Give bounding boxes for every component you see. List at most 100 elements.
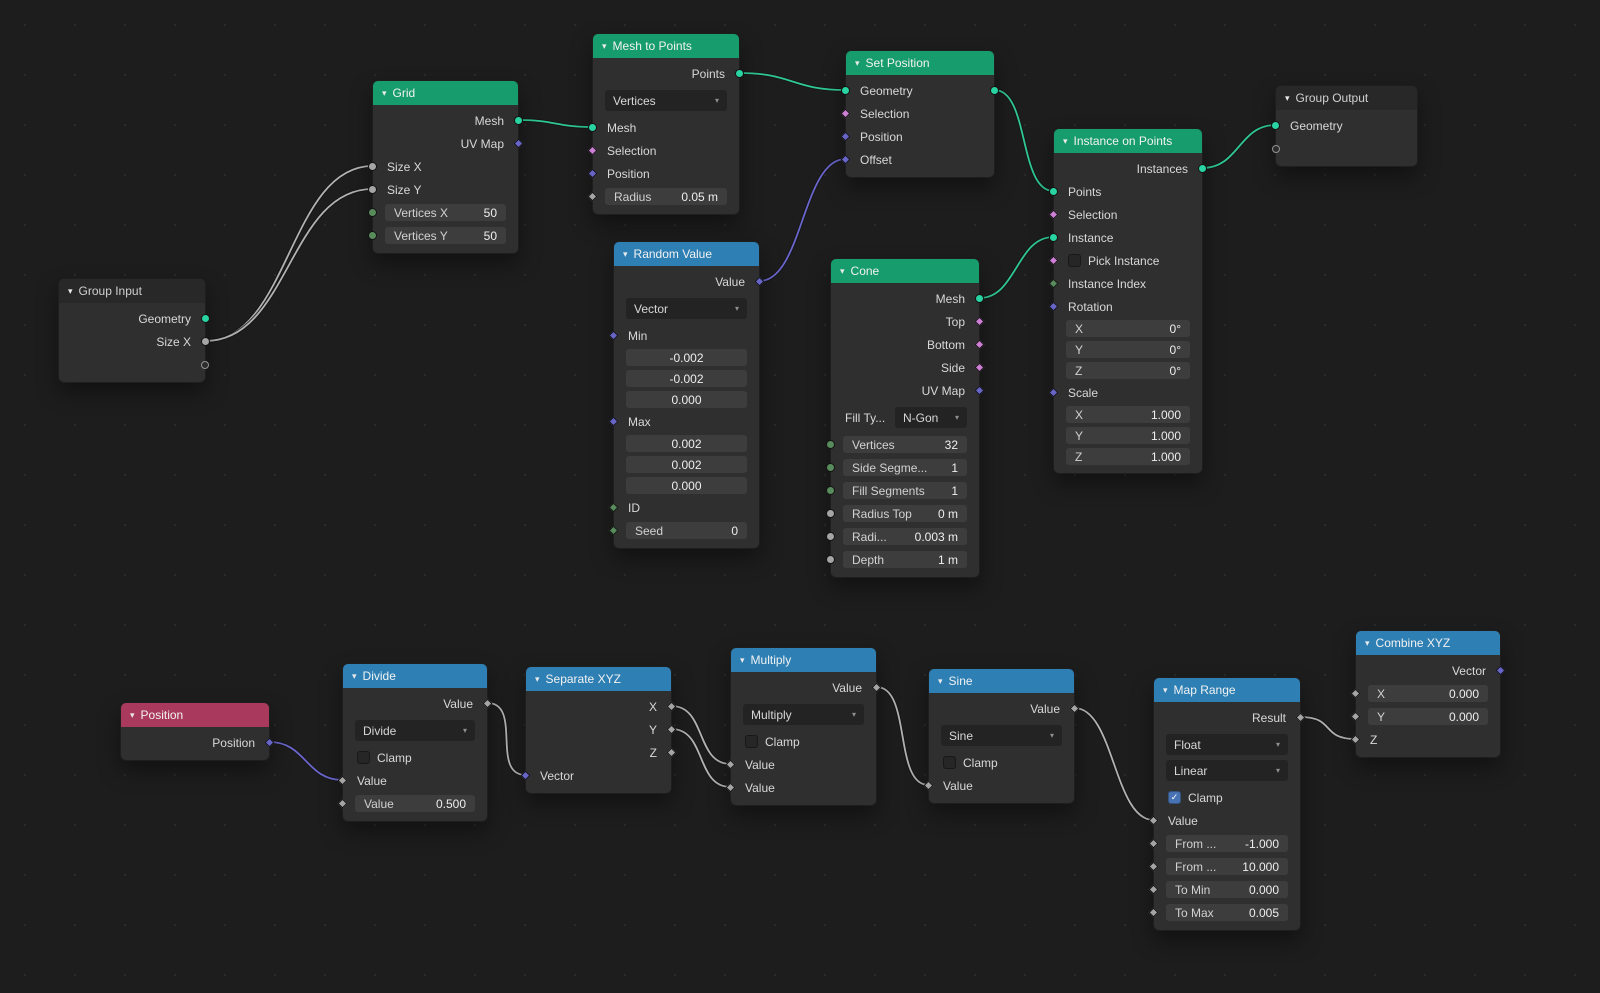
field-from[interactable]: From ...10.000: [1166, 858, 1288, 875]
dropdown-divide[interactable]: Divide▾: [355, 720, 475, 741]
socket-mesh[interactable]: [588, 122, 597, 132]
field-0-002[interactable]: -0.002: [626, 370, 747, 387]
checkbox-clamp[interactable]: ✓: [1168, 791, 1181, 804]
checkbox-pick-instance[interactable]: [1068, 254, 1081, 267]
field-radi[interactable]: Radi...0.003 m: [843, 528, 967, 545]
checkbox-clamp[interactable]: [357, 751, 370, 764]
collapse-chevron-icon[interactable]: ▾: [1063, 135, 1068, 146]
collapse-chevron-icon[interactable]: ▾: [623, 248, 628, 259]
collapse-chevron-icon[interactable]: ▾: [840, 265, 845, 276]
socket-radius-top[interactable]: [826, 508, 835, 518]
node-header[interactable]: ▾Group Input: [59, 279, 205, 303]
socket-points[interactable]: [735, 68, 744, 78]
dropdown-vertices[interactable]: Vertices▾: [605, 90, 727, 111]
collapse-chevron-icon[interactable]: ▾: [68, 285, 73, 296]
socket-instance[interactable]: [1049, 232, 1058, 242]
node-header[interactable]: ▾Combine XYZ: [1356, 631, 1500, 655]
socket-mesh[interactable]: [514, 115, 523, 125]
dropdown-linear[interactable]: Linear▾: [1166, 760, 1288, 781]
node-header[interactable]: ▾Cone: [831, 259, 979, 283]
collapse-chevron-icon[interactable]: ▾: [130, 709, 135, 720]
collapse-chevron-icon[interactable]: ▾: [352, 670, 357, 681]
field-0-000[interactable]: 0.000: [626, 477, 747, 494]
collapse-chevron-icon[interactable]: ▾: [740, 654, 745, 665]
socket-side-segments[interactable]: [826, 462, 835, 472]
node-header[interactable]: ▾Separate XYZ: [526, 667, 671, 691]
socket-fill-segments[interactable]: [826, 485, 835, 495]
field-from[interactable]: From ...-1.000: [1166, 835, 1288, 852]
field-0-000[interactable]: 0.000: [626, 391, 747, 408]
dropdown-sine[interactable]: Sine▾: [941, 725, 1062, 746]
socket-geometry-in[interactable]: [841, 85, 850, 95]
collapse-chevron-icon[interactable]: ▾: [1163, 684, 1168, 695]
socket-depth[interactable]: [826, 554, 835, 564]
collapse-chevron-icon[interactable]: ▾: [602, 40, 607, 51]
socket-virtual[interactable]: [201, 360, 209, 369]
field-0-002[interactable]: 0.002: [626, 456, 747, 473]
checkbox-clamp[interactable]: [745, 735, 758, 748]
field-side-segme[interactable]: Side Segme...1: [843, 459, 967, 476]
dropdown-multiply[interactable]: Multiply▾: [743, 704, 864, 725]
socket-geometry-out[interactable]: [990, 85, 999, 95]
socket-points[interactable]: [1049, 186, 1058, 196]
checkbox-clamp[interactable]: [943, 756, 956, 769]
node-header[interactable]: ▾Instance on Points: [1054, 129, 1202, 153]
socket-vertices[interactable]: [826, 439, 835, 449]
dropdown-float[interactable]: Float▾: [1166, 734, 1288, 755]
node-header[interactable]: ▾Multiply: [731, 648, 876, 672]
socket-instances[interactable]: [1198, 163, 1207, 173]
socket-geometry[interactable]: [201, 313, 210, 323]
collapse-chevron-icon[interactable]: ▾: [938, 675, 943, 686]
node-header[interactable]: ▾Group Output: [1276, 86, 1417, 110]
socket-verticesx[interactable]: [368, 207, 377, 217]
socket-geometry[interactable]: [1271, 120, 1280, 130]
socket-virtual[interactable]: [1272, 144, 1280, 153]
field-0-002[interactable]: 0.002: [626, 435, 747, 452]
node-header[interactable]: ▾Set Position: [846, 51, 994, 75]
node-header[interactable]: ▾Sine: [929, 669, 1074, 693]
node-header[interactable]: ▾Position: [121, 703, 269, 727]
socket-sizex[interactable]: [201, 336, 210, 346]
socket-mesh[interactable]: [975, 293, 984, 303]
collapse-chevron-icon[interactable]: ▾: [382, 87, 387, 98]
collapse-chevron-icon[interactable]: ▾: [535, 673, 540, 684]
socket-verticesy[interactable]: [368, 230, 377, 240]
socket-sizex[interactable]: [368, 161, 377, 171]
node-header[interactable]: ▾Random Value: [614, 242, 759, 266]
socket-sizey[interactable]: [368, 184, 377, 194]
socket-radius-bottom[interactable]: [826, 531, 835, 541]
